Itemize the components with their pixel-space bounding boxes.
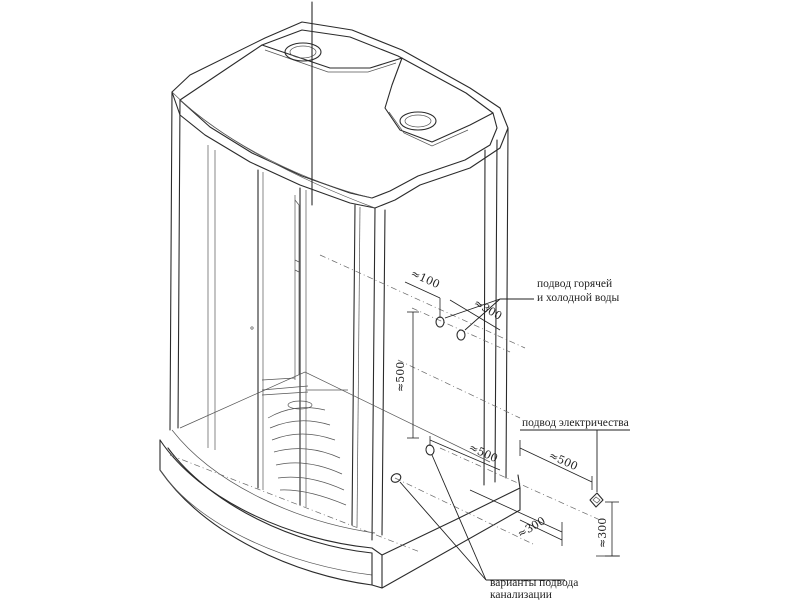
dimension-lines <box>404 281 620 557</box>
dim-100: ≈100 <box>409 267 442 291</box>
dim-500-electric: ≈500 <box>547 449 580 473</box>
dim-500-vertical: ≈500 <box>394 362 407 392</box>
cold-water-outlet <box>456 329 466 341</box>
dim-300-upper: ≈300 <box>472 296 505 322</box>
label-water-supply-line1: подвод горячей <box>537 278 612 290</box>
label-drainage-line1: варианты подвода <box>490 577 578 589</box>
shower-tray <box>159 371 521 589</box>
label-water-supply-line2: и холодной воды <box>537 292 620 304</box>
label-electricity: подвод электричества <box>522 417 629 429</box>
callout-leaders <box>399 298 630 581</box>
drain-outlets <box>390 444 435 483</box>
cabin-walls <box>169 91 509 541</box>
label-drainage-line2: канализации <box>490 589 552 600</box>
dim-300-electric-height: ≈300 <box>596 518 609 548</box>
electrical-outlet <box>589 492 604 508</box>
hot-water-outlet <box>435 316 445 328</box>
cabin-roof <box>171 1 509 209</box>
